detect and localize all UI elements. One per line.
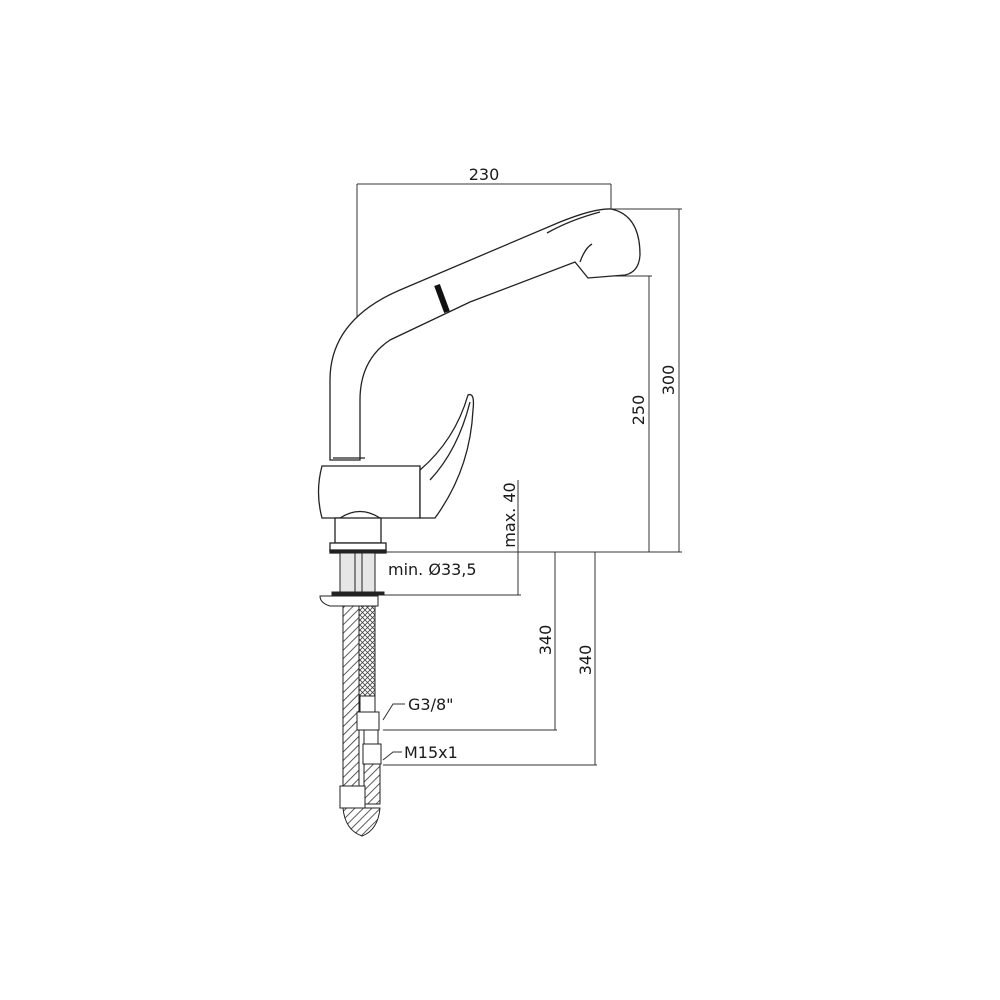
label-g3-8: G3/8" — [408, 695, 454, 714]
dim-300: 300 — [659, 365, 678, 396]
mounting-shank — [319, 552, 385, 607]
dim-min-hole: min. Ø33,5 — [388, 560, 477, 579]
label-m15x1: M15x1 — [404, 743, 458, 762]
dim-340-inner: 340 — [536, 625, 555, 656]
dim-250: 250 — [629, 395, 648, 426]
dim-230: 230 — [469, 165, 500, 184]
dim-340-outer: 340 — [576, 645, 595, 676]
faucet-spout — [329, 208, 641, 461]
supply-hoses — [339, 605, 382, 837]
faucet-body — [317, 393, 475, 554]
dim-max-40: max. 40 — [500, 482, 519, 547]
